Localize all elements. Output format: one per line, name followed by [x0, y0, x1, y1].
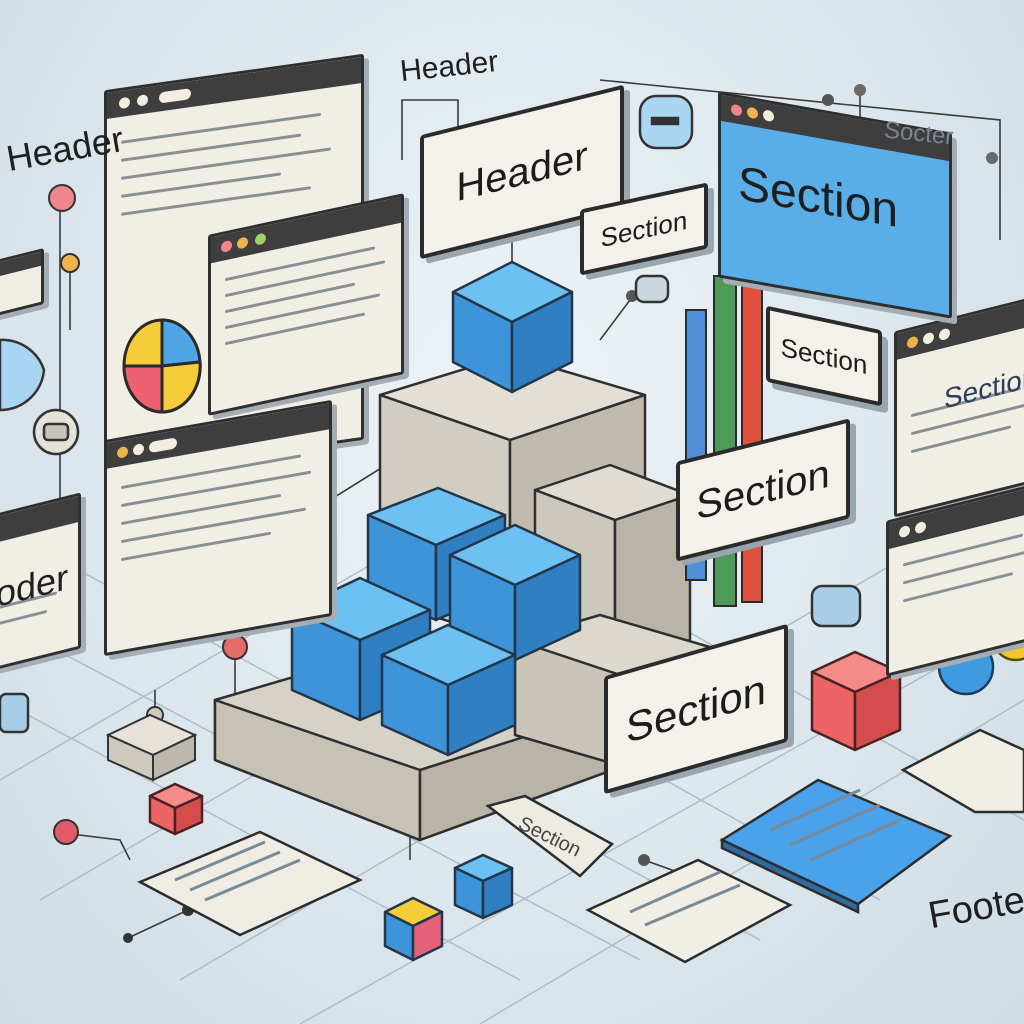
window-dot	[149, 437, 177, 454]
window-dot	[747, 106, 758, 120]
cube-icon	[290, 260, 582, 962]
window-dot	[137, 94, 148, 107]
tile-lines	[174, 788, 901, 927]
red-cube-icon	[148, 650, 902, 836]
window-dot	[159, 88, 191, 104]
window-dot	[923, 331, 934, 346]
browser-window-mid-left	[104, 399, 332, 657]
pedestal	[105, 713, 198, 782]
window-dot	[907, 335, 918, 350]
window-dot	[731, 103, 742, 117]
window-dot	[221, 239, 232, 254]
window-dot	[133, 443, 144, 456]
section-right-label: Section	[696, 450, 830, 529]
window-dot	[899, 524, 910, 539]
window-dot	[939, 327, 950, 342]
section-small-label: Section	[600, 204, 688, 253]
window-dot	[237, 236, 248, 250]
window-dot	[763, 109, 774, 123]
round-widgets	[0, 94, 862, 734]
section-mid-label: Section	[780, 331, 868, 380]
window-dot	[117, 445, 128, 459]
window-dot	[915, 520, 926, 535]
header-plate-label: Header	[456, 133, 588, 210]
pie-chart-icon	[122, 318, 202, 414]
section-bottom-label: Section	[625, 664, 767, 753]
window-dot	[255, 232, 266, 246]
window-dot	[119, 96, 130, 110]
